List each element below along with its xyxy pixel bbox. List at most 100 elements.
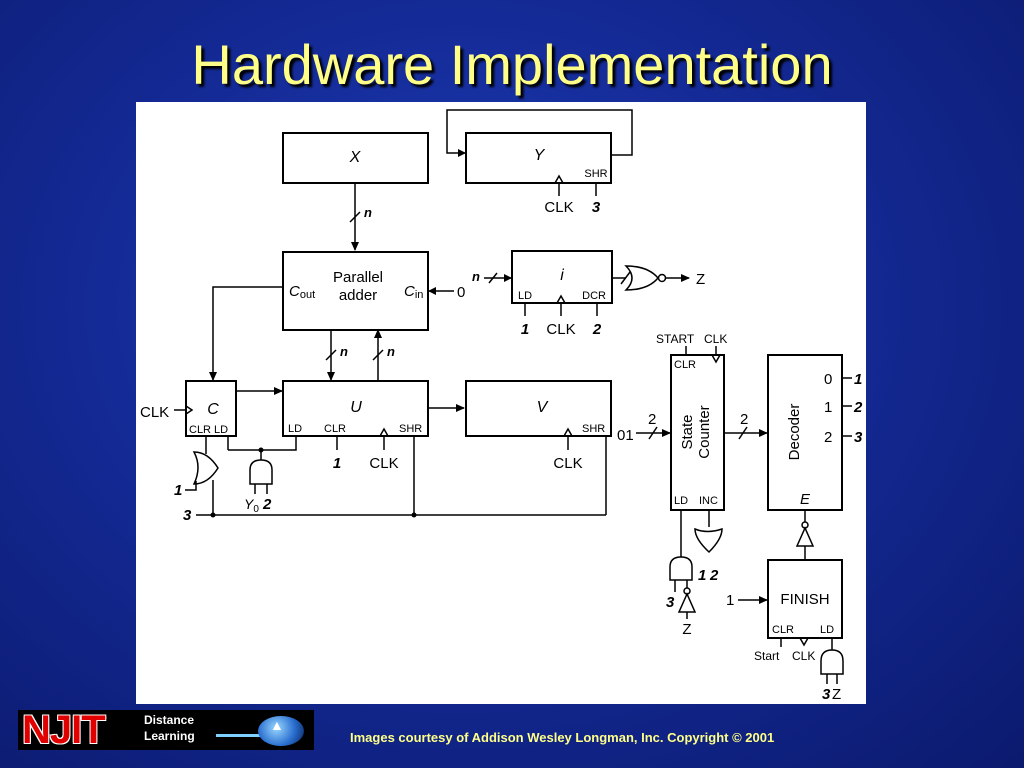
- i-clk-label: CLK: [546, 321, 575, 338]
- start-label: START: [656, 332, 695, 346]
- v-register: [465, 380, 612, 437]
- i-dcr-control: 2: [592, 321, 602, 338]
- finish-clk-label: CLK: [792, 649, 815, 663]
- finish-clk-triangle: [799, 637, 809, 647]
- u-clr-label: CLR: [324, 423, 346, 435]
- x-register-label: X: [349, 149, 362, 166]
- sc-inc-label: INC: [699, 495, 718, 507]
- control-line-3: 3: [183, 507, 192, 524]
- decoder-output-1: 1: [824, 399, 832, 416]
- sc-clk-triangle: [711, 354, 721, 364]
- v-clk-label: CLK: [553, 455, 582, 472]
- circuit-diagram-panel: X n Y SHR CLK 3 Parallel adder Cout Cin …: [136, 102, 866, 704]
- nor-gate: [624, 265, 659, 291]
- finish-clr-label: CLR: [772, 624, 794, 636]
- njit-logo-text: NJIT: [22, 710, 106, 750]
- decoder-output-2: 2: [824, 429, 832, 446]
- finish-ld-and-gate: [820, 649, 844, 675]
- sc-input-arrow: [662, 429, 671, 437]
- i-ld-label: LD: [518, 290, 532, 302]
- image-credit: Images courtesy of Addison Wesley Longma…: [350, 730, 775, 745]
- inverter-z-label: Z: [682, 621, 691, 638]
- x-adder-arrow: [351, 242, 359, 251]
- sc-inc-or-gate: [694, 527, 723, 554]
- u-register-label: U: [350, 399, 362, 416]
- globe-icon: [258, 716, 304, 746]
- u-v-arrow: [456, 404, 465, 412]
- graduation-cap-icon: ▲: [270, 717, 284, 733]
- sc-input-width: 2: [648, 411, 656, 428]
- y-clk-label: CLK: [544, 199, 573, 216]
- c-flipflop: [185, 380, 237, 437]
- i-counter: [511, 250, 613, 304]
- enable-inverter: [795, 526, 815, 547]
- y-loop-arrow: [458, 149, 466, 157]
- finish-ld-label: LD: [820, 624, 834, 636]
- finish-input-arrow: [759, 596, 768, 604]
- or-input-1-wire: [185, 481, 197, 491]
- distance-learning-text: Distance Learning: [144, 712, 195, 744]
- y0-input-label: Y0: [244, 496, 259, 515]
- y-clk-triangle: [554, 174, 564, 184]
- logo-subtitle-line1: Distance: [144, 713, 195, 727]
- sc-clr-label: CLR: [674, 359, 696, 371]
- slide-title: Hardware Implementation: [191, 33, 833, 96]
- y-shift-loop-wire: [446, 109, 633, 156]
- decoder-t3: 3: [854, 429, 863, 446]
- y-register: [465, 132, 612, 184]
- cout-label: Cout: [289, 283, 315, 301]
- i-dcr-label: DCR: [582, 290, 606, 302]
- decoder-t2: 2: [853, 399, 863, 416]
- finish-input-1: 1: [726, 592, 734, 609]
- y-shr-label: SHR: [584, 168, 607, 180]
- i-counter-label: i: [560, 267, 564, 284]
- u-ld-label: LD: [288, 423, 302, 435]
- bus-slash: [620, 271, 631, 285]
- sc-clk-label: CLK: [704, 332, 727, 346]
- cout-c-arrow: [209, 372, 217, 381]
- v-register-label: V: [537, 399, 549, 416]
- u-clr-control: 1: [333, 455, 341, 472]
- c-clk-label: CLK: [140, 404, 169, 421]
- v-shr-label: SHR: [582, 423, 605, 435]
- i-clk-triangle: [556, 294, 566, 304]
- cin-zero: 0: [457, 284, 465, 301]
- c-clr-or-gate: [192, 451, 219, 485]
- bus-slash: [349, 211, 361, 223]
- sc-ld-and-gate: [669, 556, 693, 581]
- bus-slash: [325, 349, 337, 361]
- finish-and-input-z: Z: [832, 686, 841, 703]
- bus-slash: [372, 349, 384, 361]
- decoder-output-0: 0: [824, 371, 832, 388]
- or-input-1: 1: [174, 482, 182, 499]
- c-u-arrow: [274, 387, 283, 395]
- sc-output-width: 2: [740, 411, 748, 428]
- circuit-diagram: X n Y SHR CLK 3 Parallel adder Cout Cin …: [140, 109, 863, 703]
- cin-arrow: [428, 287, 436, 295]
- y-shr-control: 3: [592, 199, 601, 216]
- state-counter-label-line2: Counter: [696, 405, 713, 458]
- njit-logo: NJIT Distance Learning ▲: [18, 710, 314, 750]
- bus-width-label: n: [387, 344, 395, 359]
- c-clr-ld-label: CLR LD: [189, 424, 228, 436]
- cout-to-c-wire: [212, 286, 283, 380]
- or-input-2: 2: [709, 567, 719, 584]
- or-input-1: 1: [698, 567, 706, 584]
- bus-width-label: n: [364, 205, 372, 220]
- bus-width-label: n: [340, 344, 348, 359]
- u-clk-triangle: [379, 427, 389, 437]
- inverter-gate: [677, 592, 697, 613]
- u-adder-arrow: [374, 329, 382, 338]
- y-register-label: Y: [534, 147, 546, 164]
- c-flipflop-label: C: [207, 401, 219, 418]
- logo-light-bar: [216, 734, 286, 737]
- sc-and-input-3: 3: [666, 594, 675, 611]
- state-counter-label-line1: State: [679, 414, 696, 449]
- sc-decoder-arrow: [759, 429, 768, 437]
- u-clk-label: CLK: [369, 455, 398, 472]
- ld-bus-wire: [228, 436, 297, 451]
- v-clk-triangle: [563, 427, 573, 437]
- i-input-n: n: [472, 269, 480, 284]
- sc-ld-label: LD: [674, 495, 688, 507]
- decoder-enable-label: E: [800, 491, 811, 508]
